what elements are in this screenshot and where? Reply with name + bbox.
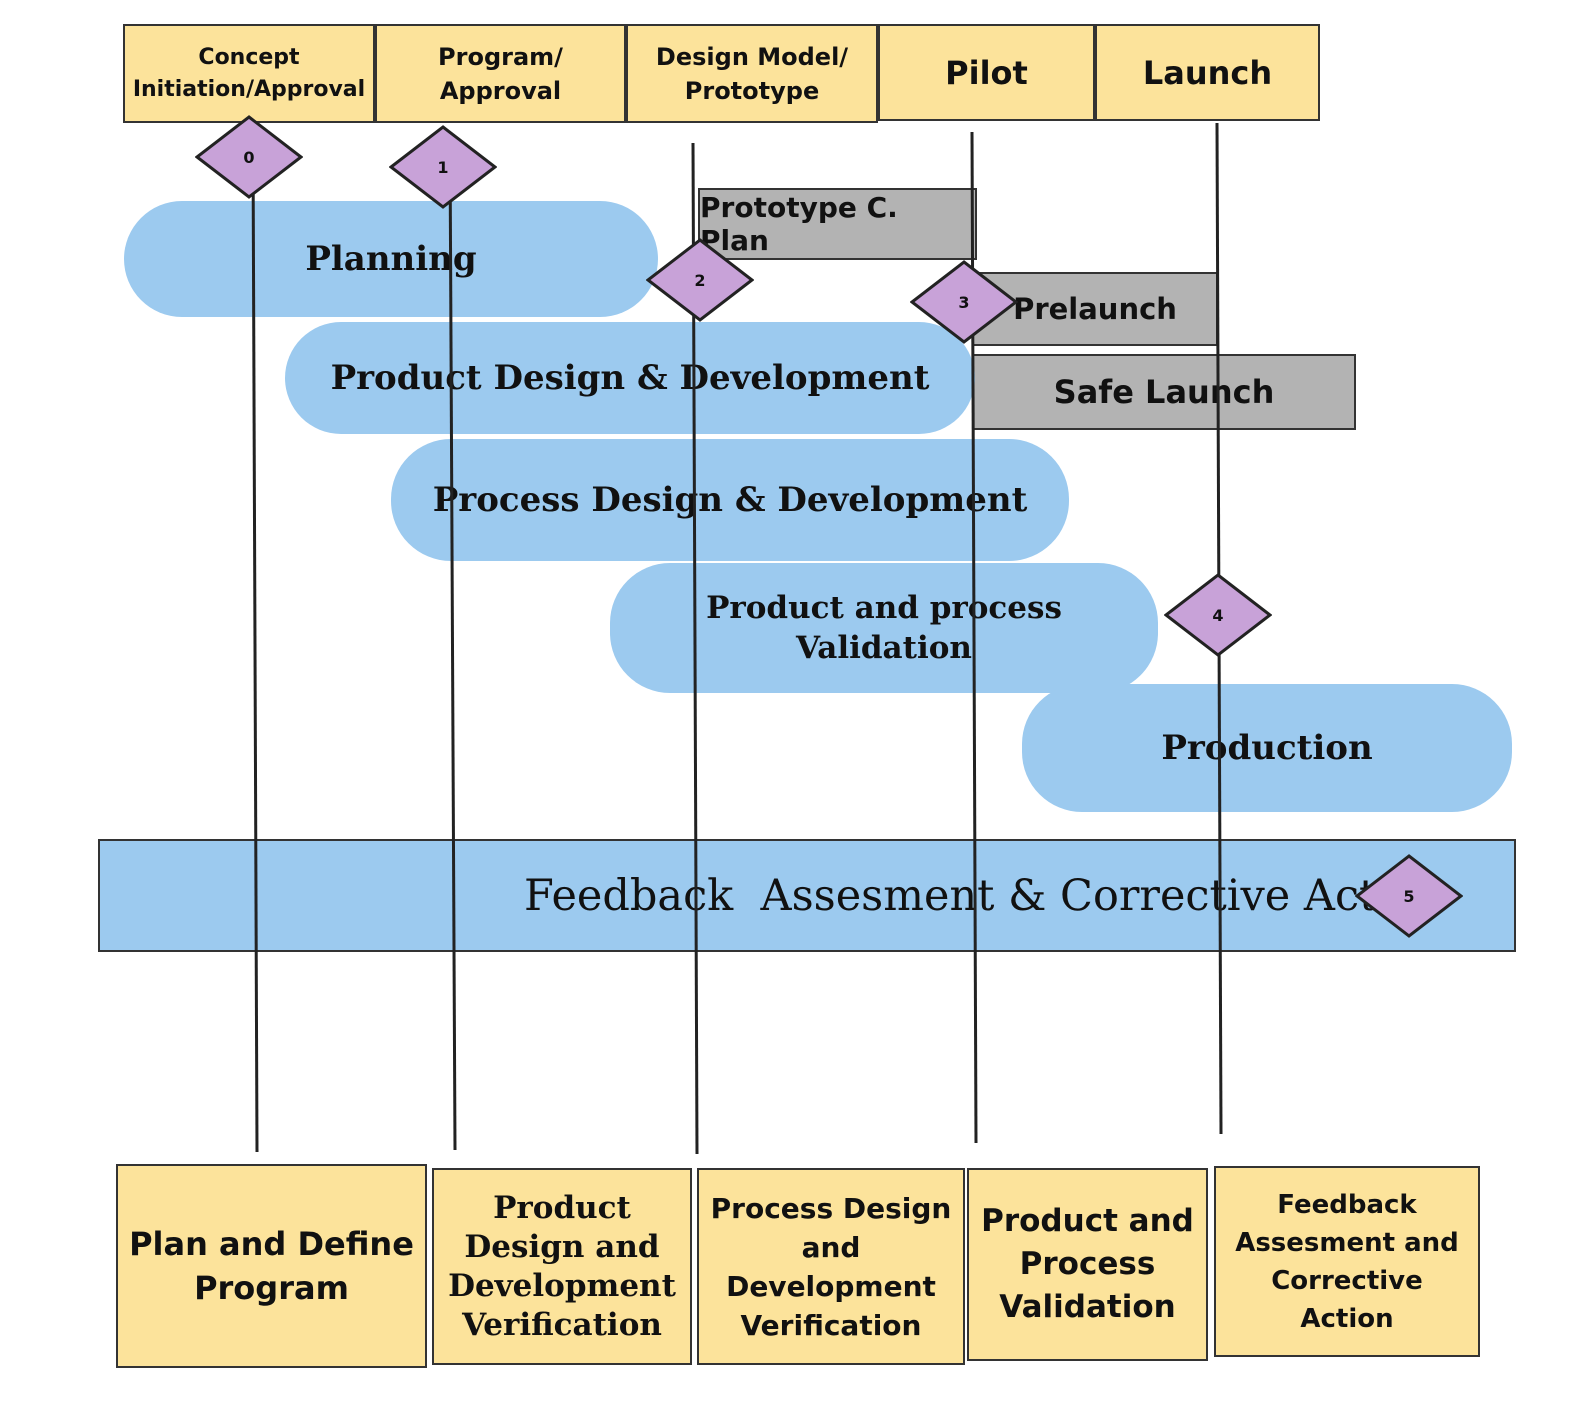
phase-launch: Launch	[1095, 24, 1320, 121]
prelaunch-control-plan: Prelaunch	[972, 272, 1218, 346]
output-process-design-verification: Process Design and Development Verificat…	[697, 1168, 965, 1365]
gate-0-label: 0	[243, 147, 255, 167]
activity-product-process-validation: Product and process Validation	[610, 563, 1158, 693]
activity-process-design-development: Process Design & Development	[391, 439, 1069, 561]
gate-4-label: 4	[1212, 605, 1224, 625]
gate-2-label: 2	[694, 270, 706, 290]
gate-2-diamond: 2	[646, 238, 754, 322]
gate-3-diamond: 3	[910, 260, 1018, 344]
gate-4-diamond: 4	[1164, 573, 1272, 657]
activity-planning: Planning	[124, 201, 658, 317]
gate-5-label: 5	[1403, 886, 1415, 906]
feedback-corrective-action-bar: Feedback Assesment & Corrective Action	[98, 839, 1516, 952]
phase-pilot: Pilot	[878, 24, 1095, 121]
gate-1-label: 1	[437, 157, 449, 177]
phase-program-approval: Program/ Approval	[375, 24, 626, 123]
phase-design-model-prototype: Design Model/ Prototype	[626, 24, 878, 123]
timeline-line-1	[448, 142, 457, 1151]
gate-1-diamond: 1	[389, 125, 497, 209]
phase-concept-initiation: Concept Initiation/Approval	[123, 24, 375, 123]
safe-launch-plan: Safe Launch	[972, 354, 1356, 430]
activity-production: Production	[1022, 684, 1512, 812]
prototype-control-plan: Prototype C. Plan	[698, 188, 977, 260]
timeline-line-0	[251, 142, 259, 1153]
gate-5-diamond: 5	[1355, 854, 1463, 938]
output-product-process-validation: Product and Process Validation	[967, 1168, 1208, 1361]
activity-product-design-development: Product Design & Development	[285, 322, 975, 434]
output-plan-define-program: Plan and Define Program	[116, 1164, 427, 1368]
gate-3-label: 3	[958, 292, 970, 312]
output-product-design-verification: Product Design and Development Verificat…	[432, 1168, 692, 1365]
output-feedback-corrective-action: Feedback Assesment and Corrective Action	[1214, 1166, 1480, 1357]
gate-0-diamond: 0	[195, 115, 303, 199]
